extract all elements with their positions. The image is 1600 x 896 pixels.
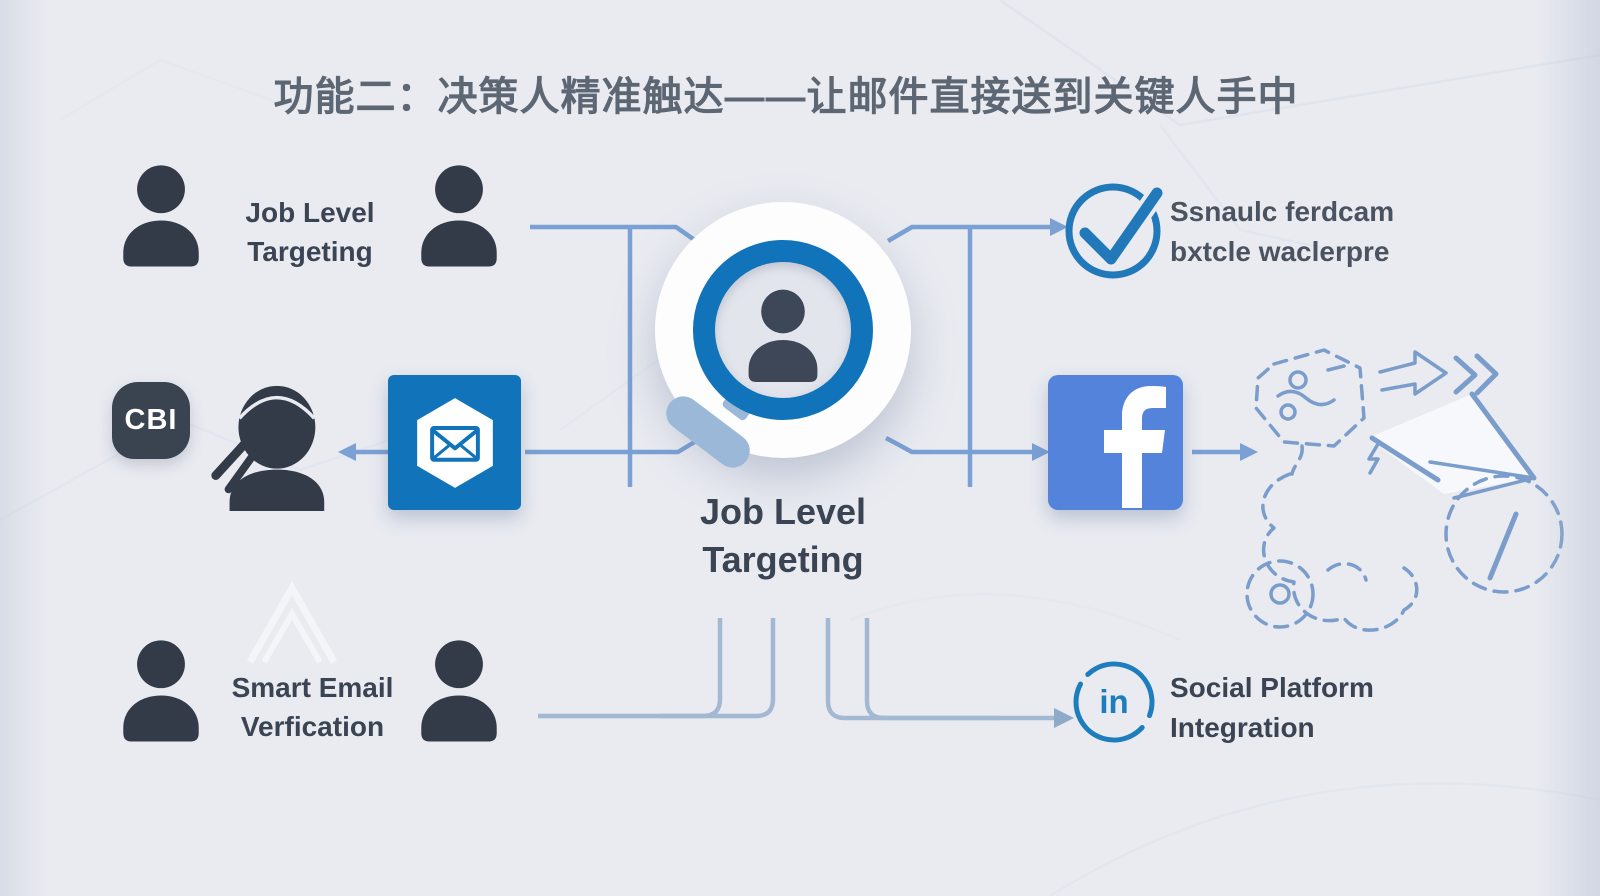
check-circle-icon bbox=[1065, 183, 1167, 279]
linkedin-icon: in bbox=[1069, 657, 1159, 747]
person-icon bbox=[413, 638, 505, 742]
smart-email-verification-label: Smart Email Verfication bbox=[231, 672, 394, 742]
line-mid-right bbox=[884, 436, 1258, 461]
magnifier-person-icon bbox=[741, 288, 825, 382]
social-platform-label: Social Platform Integration bbox=[1170, 672, 1374, 743]
line-bottom-right bbox=[825, 618, 1074, 728]
center-job-level-label: Job Level Targeting bbox=[699, 491, 867, 580]
line-top-right bbox=[886, 218, 1068, 487]
megaphone-doodle-icon bbox=[1245, 348, 1564, 632]
verified-feature-label: Ssnaulc ferdcam bxtcle waclerpre bbox=[1170, 196, 1395, 267]
person-icon bbox=[413, 163, 505, 267]
cbi-badge-label: CBI bbox=[124, 404, 178, 436]
linkedin-in-mark: in bbox=[1099, 683, 1129, 720]
headset-person-icon bbox=[211, 385, 325, 511]
email-hexagon-icon bbox=[388, 375, 521, 510]
job-level-targeting-label: Job Level Targeting bbox=[245, 197, 375, 267]
person-icon bbox=[115, 638, 207, 742]
cbi-badge: CBI bbox=[112, 382, 190, 459]
facebook-icon: f bbox=[1048, 375, 1183, 510]
page-title: 功能二：决策人精准触达——让邮件直接送到关键人手中 bbox=[273, 75, 1299, 119]
person-icon bbox=[115, 163, 207, 267]
line-bottom-left bbox=[538, 618, 776, 719]
